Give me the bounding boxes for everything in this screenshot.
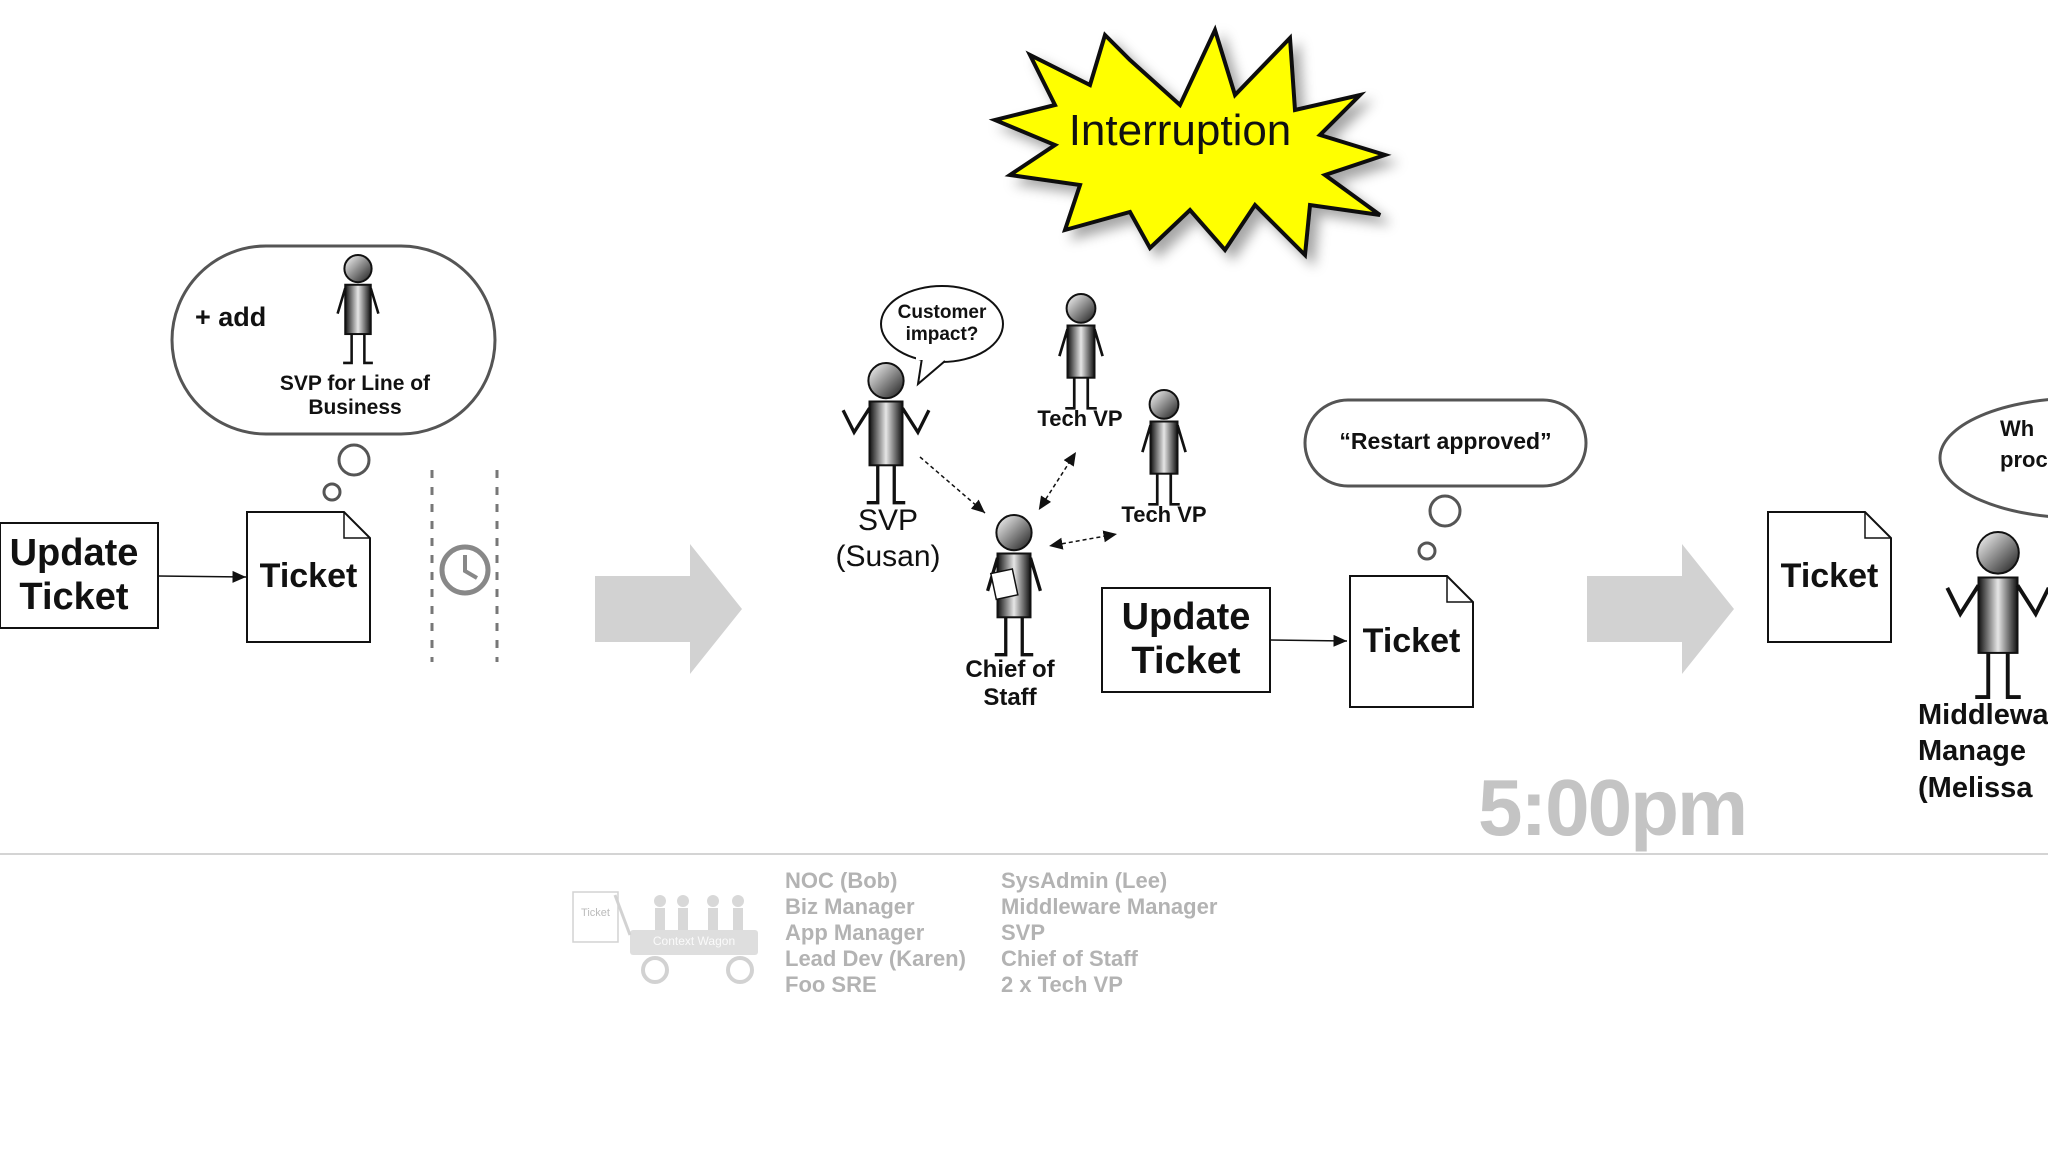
legend-item: 2 x Tech VP: [1001, 972, 1123, 997]
thought-bubble-right: [1938, 398, 2048, 518]
arrow-middle: [1269, 634, 1348, 647]
legend-item: Foo SRE: [785, 972, 877, 997]
restart-approved-label: “Restart approved”: [1339, 428, 1552, 454]
update-ticket-label-middle: Update Ticket: [1121, 596, 1251, 682]
middleware-manager-label: Middlewa Manage (Melissa: [1918, 699, 2048, 804]
ticket-label-left: Ticket: [259, 557, 358, 596]
svp-label: SVP (Susan): [835, 504, 941, 573]
dashed-arrow-svp-chief: [919, 456, 986, 514]
update-ticket-label-left: Update Ticket: [9, 531, 139, 618]
legend-item: Biz Manager: [785, 894, 915, 919]
tech-vp-2-figure: [1141, 389, 1187, 506]
legend-item: Chief of Staff: [1001, 946, 1138, 971]
clock-icon: [439, 544, 491, 596]
thought-person-label: SVP for Line of Business: [279, 372, 431, 420]
thought-bubble-middle: [1303, 398, 1588, 488]
partial-thought-label: Wh proc: [2000, 416, 2048, 472]
ticket-label-right: Ticket: [1780, 557, 1879, 596]
thought-dot-small: [322, 482, 342, 502]
thought-dot-small-middle: [1417, 541, 1437, 561]
legend-item: App Manager: [785, 920, 925, 945]
flow-arrow-2: [1587, 544, 1734, 674]
legend-item: Middleware Manager: [1001, 894, 1218, 919]
thought-dot-large: [337, 443, 371, 477]
arrow-left: [157, 570, 247, 583]
wagon-label: Context Wagon: [652, 934, 736, 948]
wagon-ticket-label: Ticket: [581, 907, 610, 919]
thought-add-label: + add: [195, 302, 267, 332]
legend-item: Lead Dev (Karen): [785, 946, 966, 971]
legend-column-1: NOC (Bob) Biz Manager App Manager Lead D…: [785, 868, 966, 998]
update-ticket-box-left: [0, 522, 159, 629]
thought-dot-large-middle: [1428, 494, 1462, 528]
flow-arrow-1: [595, 544, 742, 674]
legend-item: NOC (Bob): [785, 868, 898, 893]
ticket-doc-middle: [1349, 575, 1474, 708]
tech-vp-1-label: Tech VP: [1037, 406, 1123, 431]
thought-bubble-left: [170, 244, 497, 436]
svp-susan-figure: [841, 362, 931, 505]
ticket-label-middle: Ticket: [1362, 621, 1461, 660]
legend-item: SysAdmin (Lee): [1001, 868, 1168, 893]
legend-column-2: SysAdmin (Lee) Middleware Manager SVP Ch…: [1001, 868, 1217, 998]
speech-label: Customer impact?: [897, 302, 987, 345]
tech-vp-1-figure: [1058, 293, 1104, 410]
legend-item: SVP: [1001, 920, 1046, 945]
update-ticket-box-middle: [1101, 587, 1271, 693]
chief-of-staff-figure: [986, 514, 1042, 657]
dashed-arrow-chief-techvp1: [1038, 451, 1077, 511]
interruption-burst: [988, 24, 1392, 260]
time-label: 5:00pm: [1478, 763, 1748, 852]
tech-vp-2-label: Tech VP: [1121, 502, 1207, 527]
context-wagon-icon: [572, 891, 758, 984]
dashed-arrow-chief-techvp2: [1049, 530, 1118, 550]
ticket-doc-right: [1767, 511, 1892, 643]
svp-line-of-business-figure: [336, 254, 380, 365]
middleware-manager-figure: [1945, 531, 2048, 700]
interruption-label: Interruption: [1068, 106, 1292, 155]
ticket-doc-left: [246, 511, 371, 643]
chief-of-staff-label: Chief of Staff: [965, 656, 1055, 711]
